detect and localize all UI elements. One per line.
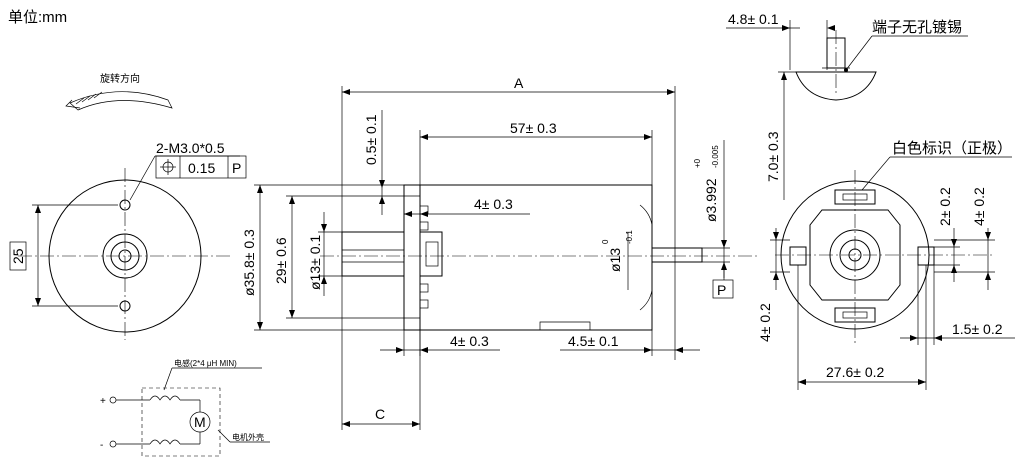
dim-4-left: 4± 0.2 <box>757 303 773 342</box>
unit-label: 单位:mm <box>8 9 67 26</box>
svg-text:0: 0 <box>601 239 610 244</box>
dim-4-top: 4± 0.3 <box>474 196 513 212</box>
dim-4-5: 4.5± 0.1 <box>568 333 619 349</box>
hole-spec: 2-M3.0*0.5 <box>156 140 225 156</box>
dim-C: C <box>375 406 385 422</box>
plus-terminal: + <box>100 396 106 407</box>
datum-box: P <box>717 282 726 298</box>
dim-2: 2± 0.2 <box>937 187 953 226</box>
minus-terminal: - <box>100 440 103 451</box>
case-label: 电机外壳 <box>232 432 264 442</box>
motor-symbol: M <box>194 414 206 430</box>
dim-35-8: ø35.8± 0.3 <box>241 229 257 296</box>
dim-7: 7.0± 0.3 <box>765 131 781 182</box>
dim-0-5: 0.5± 0.1 <box>363 114 379 165</box>
dim-29: 29± 0.6 <box>273 237 289 284</box>
white-mark: 白色标识（正极） <box>892 140 1012 157</box>
terminal-note: 端子无孔镀锡 <box>872 19 962 36</box>
dim-13-boss: ø13 <box>607 248 623 272</box>
circuit-schematic: 电感(2*4 μH MIN) + M - 电机外壳 <box>100 358 270 457</box>
inductor-label: 电感(2*4 μH MIN) <box>174 358 237 368</box>
side-view: A 57± 0.3 0.5± 0.1 4± 0.3 ø35.8± 0.3 29±… <box>241 75 760 430</box>
datum-ref: P <box>232 160 241 176</box>
dim-25: 25 <box>10 248 26 264</box>
dim-13: ø13± 0.1 <box>307 235 323 290</box>
dim-shaft: ø3.992 <box>703 178 719 222</box>
svg-text:-0.005: -0.005 <box>711 145 720 168</box>
rotation-label: 旋转方向 <box>100 72 140 85</box>
dim-4-right: 4± 0.2 <box>971 187 987 226</box>
terminal-detail: 4.8± 0.1 端子无孔镀锡 7.0± 0.3 <box>726 11 968 200</box>
front-view: 25 2-M3.0*0.5 0.15 P <box>9 140 247 340</box>
dim-27-6: 27.6± 0.2 <box>826 364 884 380</box>
svg-text:+0: +0 <box>693 158 702 168</box>
dim-1-5: 1.5± 0.2 <box>952 321 1003 337</box>
rotation-direction-indicator: 旋转方向 <box>65 72 173 111</box>
dim-4-bottom: 4± 0.3 <box>450 333 489 349</box>
svg-text:-0.1: -0.1 <box>625 230 634 244</box>
dim-4-8: 4.8± 0.1 <box>728 11 779 27</box>
dim-57: 57± 0.3 <box>510 120 557 136</box>
tolerance-value: 0.15 <box>188 160 215 176</box>
dim-A: A <box>514 75 524 91</box>
rear-view: 白色标识（正极） 2± 0.2 4± 0.2 4± 0.2 1.5± 0.2 2… <box>757 140 1015 390</box>
